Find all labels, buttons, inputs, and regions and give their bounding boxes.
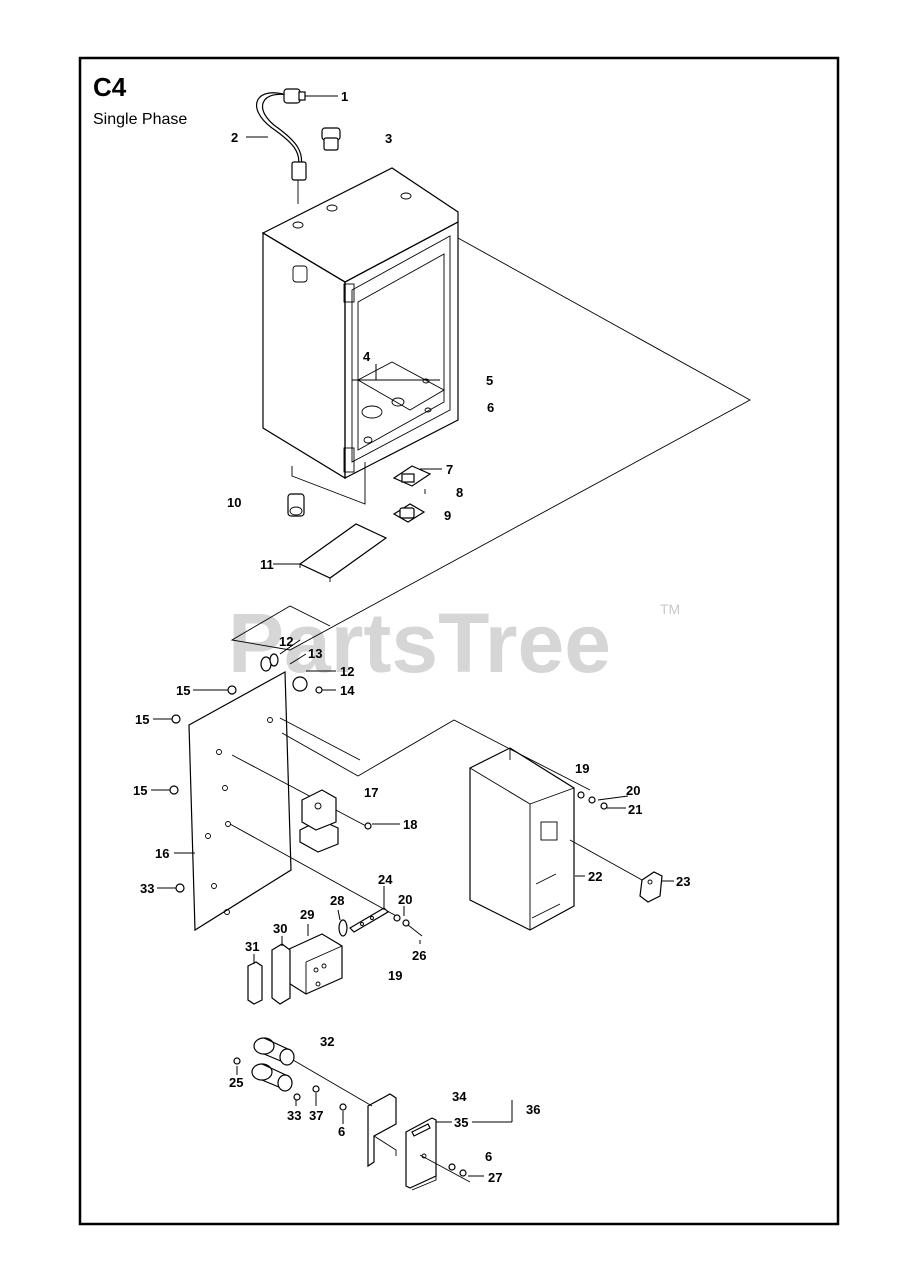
din-rail [349,907,389,933]
callout-18: 18 [403,817,417,832]
screw [293,1093,301,1101]
fuse [338,919,348,937]
cabinet-housing [261,167,459,480]
end-stop [247,961,263,1005]
callout-7: 7 [446,462,453,477]
callout-22: 22 [588,869,602,884]
callout-23: 23 [676,874,690,889]
callout-33: 33 [140,881,154,896]
projection-line [292,1059,373,1107]
callout-14: 14 [340,683,355,698]
callout-17: 17 [364,785,378,800]
projection-line [281,719,509,777]
watermark: PartsTree [228,596,611,690]
screw [175,883,185,893]
cable-gland [321,127,341,151]
callout-15: 15 [133,783,147,798]
callout-4: 4 [363,349,371,364]
screw [233,1057,241,1065]
callout-6: 6 [487,400,494,415]
relay-base [392,503,426,523]
callout-32: 32 [320,1034,334,1049]
callout-16: 16 [155,846,169,861]
callout-6: 6 [338,1124,345,1139]
callout-3: 3 [385,131,392,146]
projection-line [407,924,423,937]
leader-lines [151,95,674,1177]
callout-19: 19 [575,761,589,776]
callout-13: 13 [308,646,322,661]
callout-15: 15 [176,683,190,698]
callout-12: 12 [279,634,293,649]
relay [286,933,343,995]
strain-relief [287,493,305,517]
projection-line [507,747,591,791]
diagram-code: C4 [93,72,127,102]
hole [421,1153,427,1159]
screw [227,685,237,695]
cover-outline [291,462,366,505]
callout-29: 29 [300,907,314,922]
callout-20: 20 [626,783,640,798]
callout-27: 27 [488,1170,502,1185]
screw [600,802,608,810]
callout-34: 34 [452,1089,467,1104]
callout-8: 8 [456,485,463,500]
power-cord [255,88,307,204]
callout-28: 28 [330,893,344,908]
nut [588,796,596,804]
mounting-panel [188,670,401,932]
screw [459,1169,467,1177]
callout-10: 10 [227,495,241,510]
bracket [299,789,339,853]
callout-30: 30 [273,921,287,936]
projection-line [569,839,643,881]
screw [169,785,179,795]
contactor-module [469,747,575,931]
callout-11: 11 [260,557,274,572]
screw [171,714,181,724]
callout-5: 5 [486,373,493,388]
screw [402,919,410,927]
callout-1: 1 [341,89,348,104]
callout-26: 26 [412,948,426,963]
capacitor-upper [253,1037,295,1066]
terminal-block [392,465,432,487]
callout-2: 2 [231,130,238,145]
spacer-parts [260,653,323,694]
callout-15: 15 [135,712,149,727]
callout-12: 12 [340,664,354,679]
callout-37: 37 [309,1108,323,1123]
watermark-trademark: TM [660,601,680,617]
callout-31: 31 [245,939,259,954]
callout-20: 20 [398,892,412,907]
diagram-subtitle: Single Phase [93,111,187,128]
gland-plate [298,523,388,582]
washer [312,1085,320,1093]
projection-line [419,1154,471,1183]
callout-24: 24 [378,872,393,887]
callout-25: 25 [229,1075,243,1090]
callout-35: 35 [454,1115,468,1130]
washer [448,1163,456,1171]
washer [577,791,585,799]
callout-33: 33 [287,1108,301,1123]
nut [393,914,401,922]
clip [639,871,663,903]
capacitor-bracket [367,1093,397,1168]
callout-19: 19 [388,968,402,983]
relay-socket [271,943,291,1005]
capacitor-lower [251,1063,293,1092]
assembly-projection [230,237,751,651]
capacitor-clamp [405,1117,437,1191]
callout-9: 9 [444,508,451,523]
callout-36: 36 [526,1102,540,1117]
callout-21: 21 [628,802,642,817]
nut [339,1103,347,1111]
screw [364,822,372,830]
callout-6: 6 [485,1149,492,1164]
diagram-frame [78,56,840,1226]
